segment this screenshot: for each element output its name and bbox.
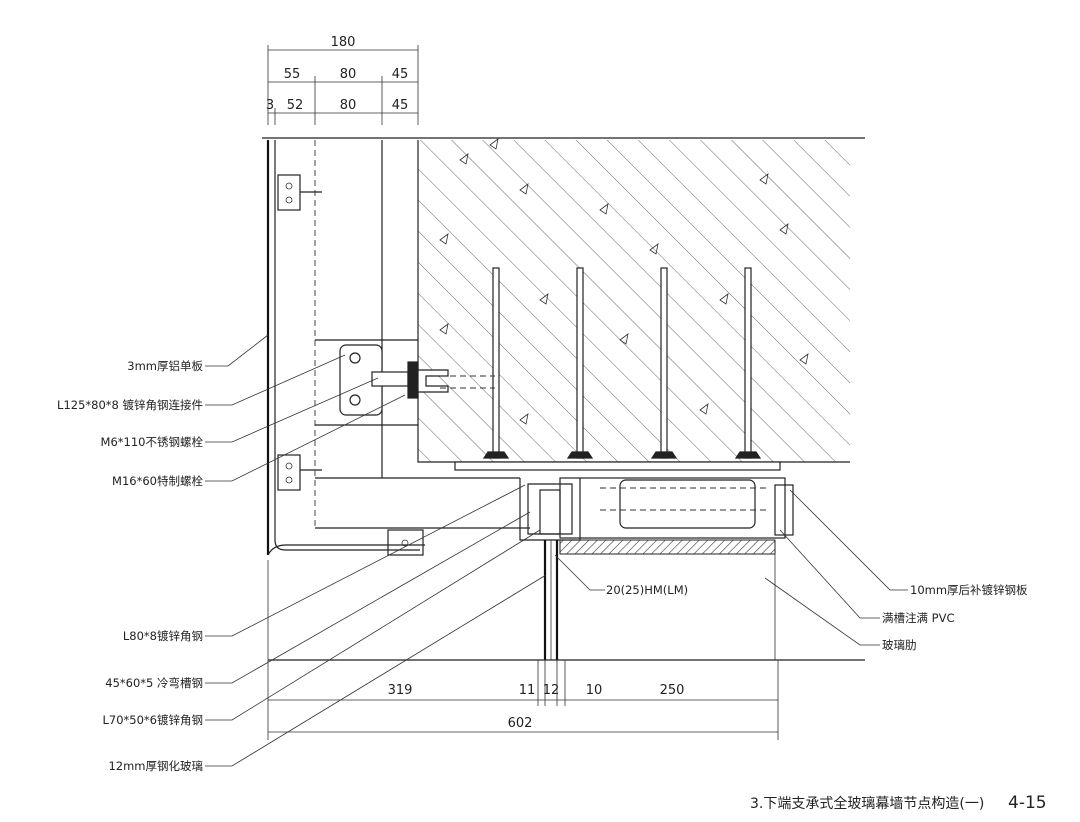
label-glass-fin: 玻璃肋	[882, 638, 917, 652]
dim-bottom-2: 11	[519, 683, 536, 698]
dim-bottom-3: 12	[543, 683, 560, 698]
concrete-slab	[417, 138, 850, 463]
left-leader-lines	[205, 334, 547, 767]
glass-support-assembly	[519, 477, 794, 660]
dim-top-5: 52	[287, 98, 304, 113]
label-m16-bolt: M16*60特制螺栓	[112, 474, 203, 488]
label-tempered-glass: 12mm厚钢化玻璃	[108, 759, 203, 773]
label-l70-angle: L70*50*6镀锌角钢	[103, 713, 204, 727]
bottom-dimension-chain: 319 11 12 10 250 602	[267, 560, 779, 740]
dim-top-2: 80	[340, 67, 357, 82]
dim-bottom-5: 250	[660, 683, 685, 698]
label-angle-connector: L125*80*8 镀锌角钢连接件	[57, 398, 203, 412]
label-steel-plate: 10mm厚后补镀锌钢板	[910, 583, 1028, 597]
angle-connector	[339, 344, 495, 416]
dim-top-4: 3	[266, 98, 274, 113]
dim-top-6: 80	[340, 98, 357, 113]
label-aluminum-panel: 3mm厚铝单板	[127, 359, 203, 373]
dim-top-3: 45	[392, 67, 409, 82]
right-labels: 10mm厚后补镀锌钢板 满槽注满 PVC 玻璃肋	[882, 583, 1028, 652]
anchor-bolts	[454, 267, 781, 471]
drawing-title: 3.下端支承式全玻璃幕墙节点构造(一)	[750, 795, 984, 812]
dim-top-7: 45	[392, 98, 409, 113]
dim-bottom-total: 602	[508, 716, 533, 731]
center-leader-line	[554, 554, 605, 591]
label-m6-bolt: M6*110不锈钢螺栓	[101, 435, 204, 449]
right-leader-lines	[764, 489, 908, 646]
dim-top-1: 55	[284, 67, 301, 82]
label-pvc-fill: 满槽注满 PVC	[882, 611, 955, 625]
dim-bottom-4: 10	[586, 683, 603, 698]
left-labels: 3mm厚铝单板 L125*80*8 镀锌角钢连接件 M6*110不锈钢螺栓 M1…	[57, 359, 203, 773]
top-dimension-chain: 180 55 80 45 3 52 80 45	[266, 35, 419, 125]
aluminum-panel-frame	[266, 140, 530, 556]
label-channel-steel: 45*60*5 冷弯槽钢	[105, 676, 203, 690]
dim-total-top: 180	[331, 35, 356, 50]
dim-bottom-1: 319	[388, 683, 413, 698]
page-number: 4-15	[1008, 793, 1047, 813]
label-l80-angle: L80*8镀锌角钢	[123, 629, 203, 643]
label-sealant: 20(25)HM(LM)	[606, 583, 688, 597]
